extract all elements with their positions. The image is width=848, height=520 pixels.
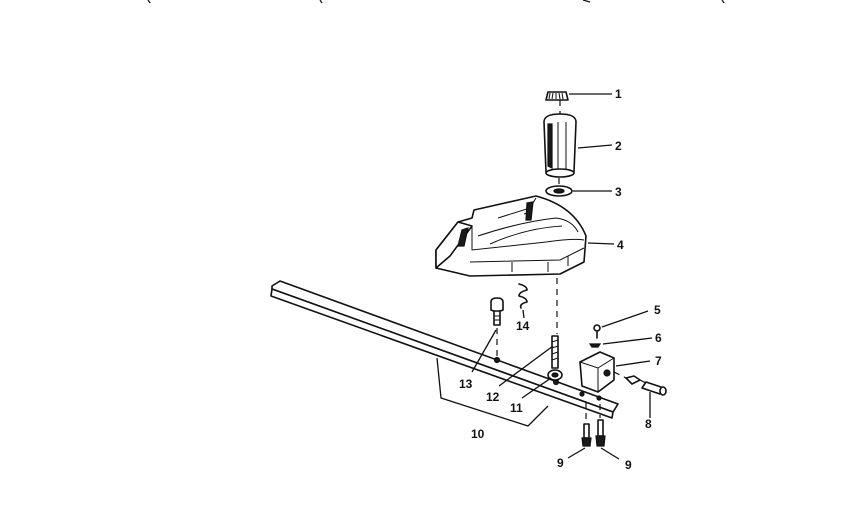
stud-washer bbox=[547, 369, 563, 381]
clamp-block bbox=[579, 351, 615, 393]
callout-10: 10 bbox=[471, 427, 485, 441]
handle-grip bbox=[543, 113, 577, 178]
washer bbox=[545, 185, 573, 197]
callout-5: 5 bbox=[654, 303, 661, 317]
guide-bar bbox=[270, 280, 619, 419]
scan-marks bbox=[147, 0, 725, 4]
callout-9-right: 9 bbox=[625, 458, 632, 472]
callout-3: 3 bbox=[615, 185, 622, 199]
spring bbox=[518, 283, 528, 309]
callout-4: 4 bbox=[617, 238, 624, 252]
callout-7: 7 bbox=[655, 354, 662, 368]
callout-1: 1 bbox=[615, 87, 622, 101]
callout-6: 6 bbox=[655, 331, 662, 345]
callout-11: 11 bbox=[510, 401, 523, 415]
knob-cap bbox=[545, 91, 569, 101]
assembly-lines bbox=[496, 100, 647, 422]
callout-9-left: 9 bbox=[557, 456, 564, 470]
callout-labels: 1 2 3 4 5 6 7 8 9 9 10 11 12 13 14 bbox=[459, 87, 662, 472]
clamp-pin bbox=[625, 375, 667, 396]
clamp-screw bbox=[588, 324, 602, 348]
callout-13: 13 bbox=[459, 377, 473, 391]
stop-pin bbox=[490, 297, 504, 326]
callout-14: 14 bbox=[516, 319, 530, 333]
callout-2: 2 bbox=[615, 139, 622, 153]
callout-8: 8 bbox=[645, 417, 652, 431]
leader-lines bbox=[436, 93, 653, 460]
callout-12: 12 bbox=[486, 390, 500, 404]
bottom-screws bbox=[581, 419, 606, 447]
miter-gauge-body bbox=[435, 195, 587, 277]
pivot-stud bbox=[551, 335, 559, 369]
